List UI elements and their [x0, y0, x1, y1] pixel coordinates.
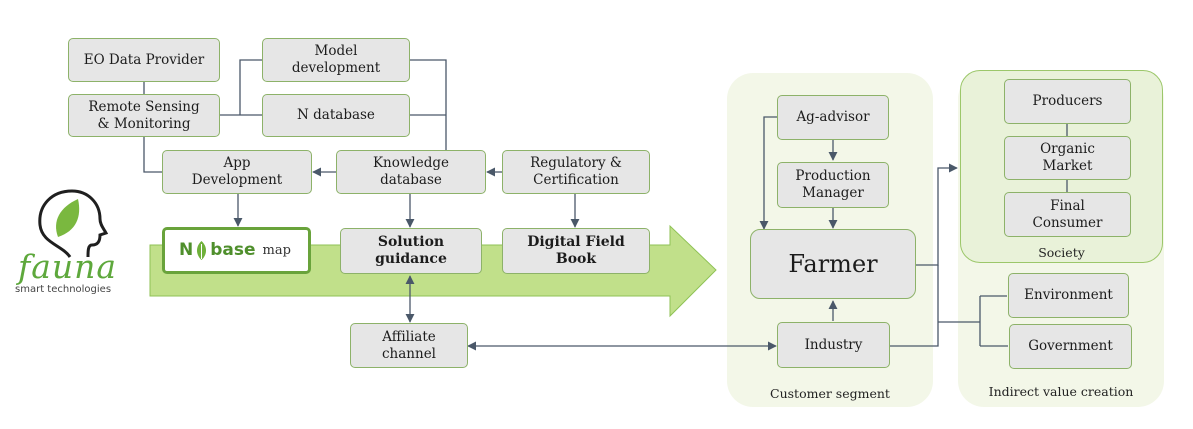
connector-remote-app [143, 137, 162, 173]
connector-model-ndb-knowledge [410, 59, 447, 150]
ag-advisor-box: Ag-advisor [777, 95, 889, 140]
regulatory-certification-box: Regulatory & Certification [502, 150, 650, 194]
final-consumer-box: Final Consumer [1004, 192, 1131, 237]
model-development-box: Model development [262, 38, 410, 82]
government-box: Government [1009, 324, 1132, 369]
remote-sensing-box: Remote Sensing & Monitoring [68, 94, 220, 137]
industry-box: Industry [777, 322, 890, 368]
farmer-box: Farmer [750, 229, 916, 299]
app-development-box: App Development [162, 150, 312, 194]
solution-guidance-box: Solution guidance [340, 228, 482, 274]
connector-remote-model-ndb [220, 59, 262, 116]
logo-tagline: smart technologies [15, 284, 112, 295]
n-database-box: N database [262, 94, 410, 137]
arrow-farmer-society [916, 163, 958, 266]
indirect-value-label: Indirect value creation [988, 384, 1134, 399]
affiliate-channel-box: Affiliate channel [350, 323, 468, 368]
leaf-icon [197, 241, 207, 260]
society-label: Society [1038, 245, 1085, 260]
digital-field-book-box: Digital Field Book [502, 228, 650, 274]
eo-data-provider-box: EO Data Provider [68, 38, 220, 82]
nbase-map: map [262, 243, 291, 258]
logo-wordmark: fauna [18, 247, 118, 286]
producers-box: Producers [1004, 79, 1131, 124]
nbase-map-box: N base map [162, 227, 311, 274]
arrow-agadvisor-farmer [759, 116, 777, 230]
nbase-base: base [210, 240, 256, 260]
production-manager-box: Production Manager [777, 162, 889, 208]
fauna-head-icon [38, 189, 109, 258]
customer-segment-label: Customer segment [770, 386, 890, 401]
knowledge-database-box: Knowledge database [336, 150, 486, 194]
environment-box: Environment [1008, 273, 1129, 318]
connector-farmer-environment-government [890, 265, 1008, 347]
nbase-n: N [179, 240, 194, 260]
organic-market-box: Organic Market [1004, 136, 1131, 180]
